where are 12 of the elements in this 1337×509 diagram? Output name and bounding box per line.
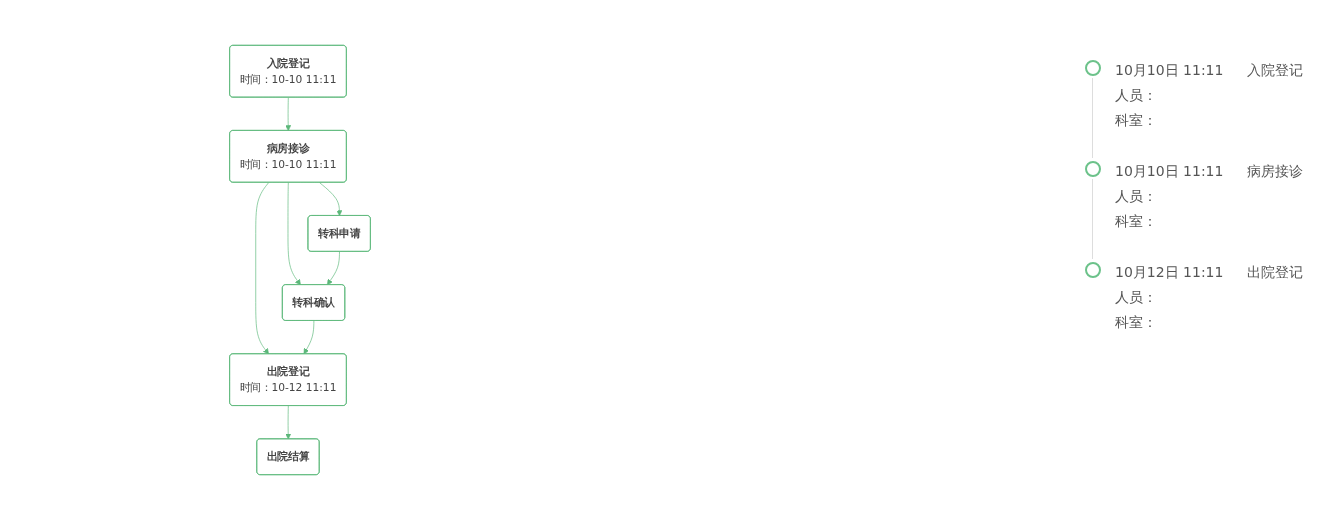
timeline-field-label: 人员： xyxy=(1115,187,1158,206)
timeline-field-label: 人员： xyxy=(1115,288,1158,307)
timeline-event: 出院登记 xyxy=(1247,264,1304,280)
timeline-field-label: 科室： xyxy=(1115,212,1158,231)
timeline-event: 入院登记 xyxy=(1247,62,1304,78)
timeline-field-label: 科室： xyxy=(1115,111,1158,130)
timeline-field-label: 科室： xyxy=(1115,313,1158,332)
timeline-event: 病房接诊 xyxy=(1247,163,1304,179)
timeline-time: 10月10日 11:11 xyxy=(1115,62,1224,78)
timeline-time: 10月12日 11:11 xyxy=(1115,264,1224,280)
timeline-field-label: 人员： xyxy=(1115,86,1158,105)
timeline-time: 10月10日 11:11 xyxy=(1115,163,1224,179)
